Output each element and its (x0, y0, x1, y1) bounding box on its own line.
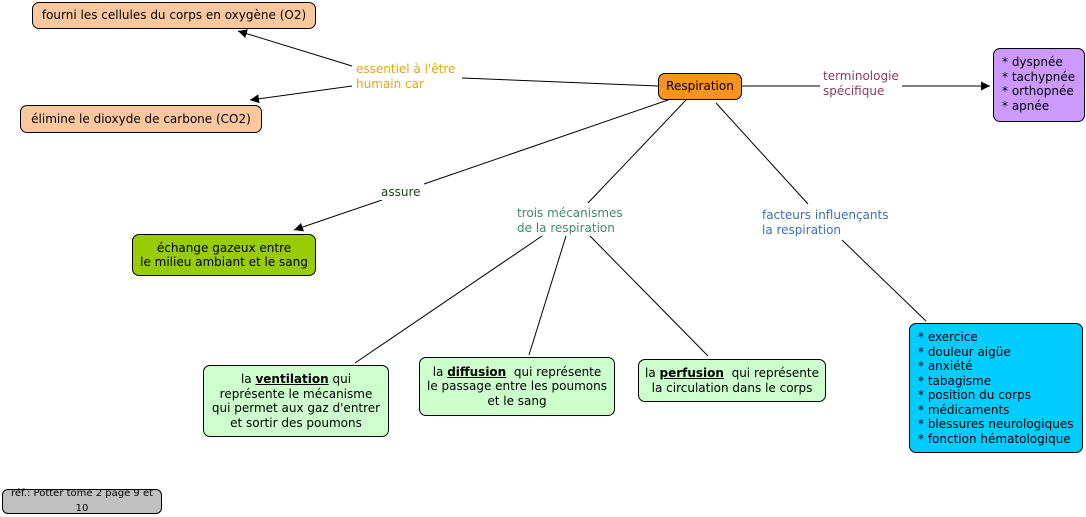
facteurs-link-label: facteurs influençants la respiration (759, 208, 892, 237)
exchange-line-2: le milieu ambiant et le sang (140, 255, 308, 269)
factor-item: * blessures neurologiques (918, 417, 1074, 431)
terminology-item: * apnée (1002, 98, 1050, 113)
link-mecanismes-perfusion (589, 235, 709, 357)
ventilation-term: ventilation (255, 372, 329, 386)
perfusion-line-1: la perfusion qui représente (644, 366, 820, 380)
ventilation-line-1: la ventilation qui (240, 372, 352, 386)
terminology-item: * tachypnée (1002, 69, 1076, 84)
link-mecanismes-ventilation (354, 235, 543, 364)
essentiel-link-label: essentiel à l'être humain car (352, 62, 460, 91)
terminology-item: * dyspnée (1002, 55, 1063, 69)
ventilation-line: qui permet aux gaz d'entrer (211, 401, 381, 415)
factor-item: * position du corps (918, 388, 1031, 402)
factor-item: * douleur aigüe (918, 344, 1011, 359)
assure-link-label: assure (378, 185, 424, 200)
diffusion-line-1: la diffusion qui représente (432, 364, 602, 379)
mecanismes-link-label: trois mécanismes de la respiration (514, 206, 626, 235)
factor-item: * fonction hématologique (918, 431, 1071, 446)
terminology-node: * dyspnée * tachypnée * orthopnée * apné… (993, 48, 1085, 122)
link-mecanismes-diffusion (528, 235, 567, 356)
diffusion-node: la diffusion qui représente le passage e… (419, 357, 615, 416)
reference-label: réf.: Potter tome 2 page 9 et 10 (10, 488, 154, 514)
link-respiration-mecanismes (587, 99, 687, 204)
diffusion-line: le passage entre les poumons (427, 379, 607, 394)
co2-node: élimine le dioxyde de carbone (CO2) (20, 105, 262, 133)
factor-item: * anxiété (918, 359, 973, 373)
oxygen-label: fourni les cellules du corps en oxygène … (41, 8, 307, 23)
respiration-node: Respiration (658, 73, 742, 100)
link-respiration-facteurs (715, 102, 809, 205)
factor-item: * exercice (918, 330, 978, 344)
factor-item: * tabagisme (918, 373, 992, 388)
link-respiration-essentiel (461, 77, 659, 87)
ventilation-line: représente le mécanisme (219, 386, 373, 401)
diffusion-term: diffusion (447, 364, 507, 379)
factor-item: * médicaments (918, 402, 1010, 417)
link-essentiel-co2 (249, 85, 353, 104)
exchange-line-1: échange gazeux entre (156, 240, 292, 255)
ventilation-line: et sortir des poumons (230, 415, 362, 430)
terminologie-link-label: terminologie spécifique (820, 69, 902, 98)
reference-node: réf.: Potter tome 2 page 9 et 10 (2, 488, 162, 514)
exchange-node: échange gazeux entre le milieu ambiant e… (132, 234, 316, 276)
link-essentiel-oxygen (237, 29, 353, 67)
respiration-label: Respiration (666, 79, 734, 94)
factors-node: * exercice * douleur aigüe * anxiété * t… (909, 323, 1083, 453)
co2-label: élimine le dioxyde de carbone (CO2) (31, 111, 251, 126)
diffusion-line: et le sang (487, 393, 547, 408)
perfusion-line: la circulation dans le corps (651, 380, 813, 395)
perfusion-term: perfusion (659, 366, 724, 380)
link-respiration-assure (423, 99, 669, 185)
terminology-item: * orthopnée (1002, 84, 1074, 98)
link-assure-exchange (293, 199, 383, 232)
oxygen-node: fourni les cellules du corps en oxygène … (32, 2, 316, 29)
perfusion-node: la perfusion qui représente la circulati… (638, 359, 826, 402)
link-facteurs-list (841, 239, 927, 322)
ventilation-node: la ventilation qui représente le mécanis… (203, 365, 389, 437)
